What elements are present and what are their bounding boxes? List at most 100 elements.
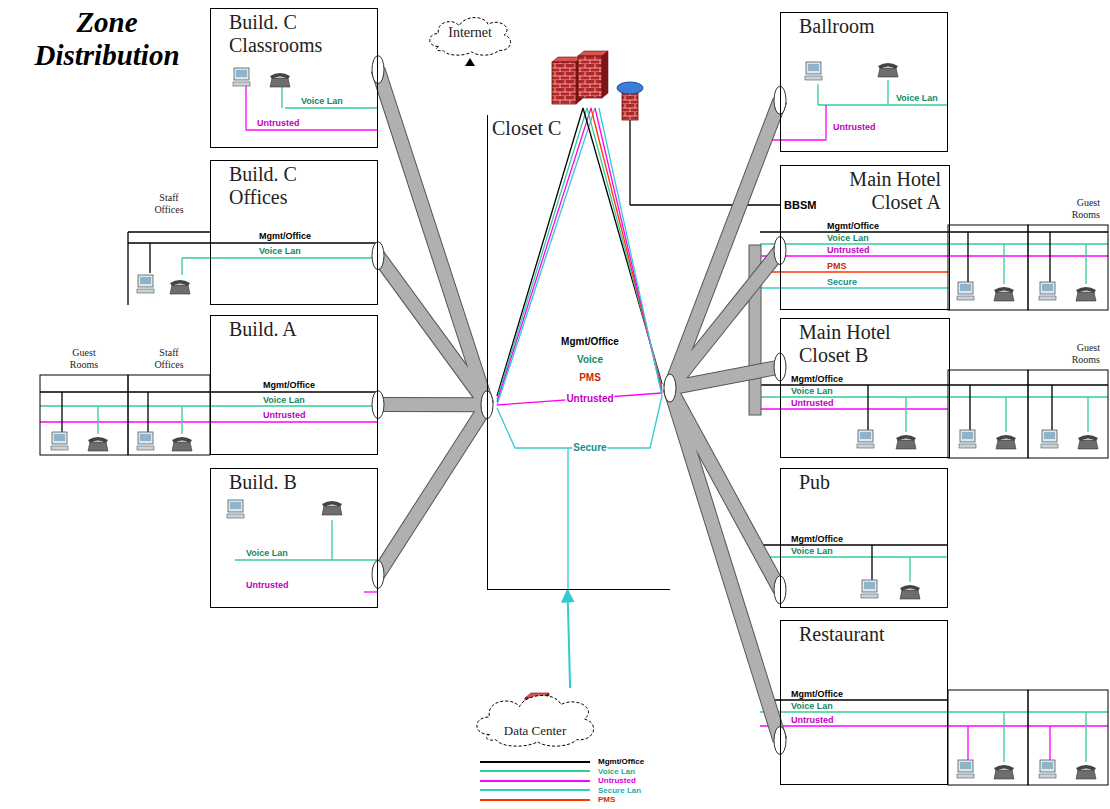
line-label: Voice Lan (258, 246, 302, 256)
cable-bundle (568, 590, 571, 688)
cable-coupler (372, 242, 384, 270)
node-text: Staff Offices (146, 347, 192, 370)
phone-icon (896, 435, 916, 449)
handset (996, 435, 1016, 441)
line-label: Mgmt/Office (826, 221, 880, 231)
lan-line (1003, 712, 1004, 762)
node-text: Build. C Classrooms (229, 11, 349, 57)
legend-row: PMS (480, 795, 644, 805)
lan-line (760, 556, 948, 557)
room-group: Guest Rooms (948, 195, 1108, 310)
lan-line (909, 557, 910, 582)
room-group: Staff Offices (128, 345, 210, 455)
room-outline (948, 225, 1028, 310)
room-outline (128, 375, 210, 455)
lan-line (760, 699, 948, 700)
lan-line (967, 726, 968, 760)
keyboard (861, 594, 878, 598)
phone-icon (900, 585, 920, 599)
keyboard (1039, 296, 1056, 300)
bundle-outline (378, 70, 487, 405)
room-outline (40, 375, 128, 455)
screen (808, 64, 819, 71)
lan-line (40, 391, 378, 392)
lan-line (760, 271, 948, 272)
line-label: Mgmt/Office (790, 689, 844, 699)
screen (864, 582, 875, 589)
wiring (40, 58, 1108, 785)
screen (54, 434, 65, 441)
line-label: Mgmt/Office (790, 534, 844, 544)
node-text: Main Hotel Closet B (799, 321, 919, 367)
handset (994, 765, 1014, 771)
firewall-icon (552, 57, 582, 104)
phone-body (88, 442, 108, 451)
handset (878, 63, 898, 69)
legend-row: Secure Lan (480, 786, 644, 796)
computer-icon (1039, 760, 1056, 778)
lan-line (497, 108, 587, 399)
screen (1044, 432, 1055, 439)
bundle-outline (670, 251, 780, 389)
legend-swatch (480, 770, 590, 772)
phone-body (1076, 292, 1096, 301)
keyboard (51, 446, 68, 450)
line-label: Untrusted (245, 580, 290, 590)
legend-text: PMS (598, 795, 615, 804)
monitor (52, 432, 67, 444)
phone-icon (172, 437, 192, 451)
keyboard (137, 289, 154, 293)
lan-line (760, 287, 948, 288)
internet-pointer (465, 58, 475, 66)
cable-bundle (670, 367, 780, 388)
lan-line (147, 392, 148, 432)
node-text: Restaurant (799, 623, 919, 646)
lan-line (497, 393, 662, 405)
line-label: Secure (826, 277, 858, 287)
phone-icon (270, 73, 290, 87)
lan-line (181, 406, 182, 434)
phone-body (896, 440, 916, 449)
bundle-outline (670, 388, 780, 740)
lan-line (760, 243, 1108, 244)
lan-line (760, 725, 1108, 726)
handset (896, 435, 916, 441)
lan-line (246, 129, 378, 130)
room-group: Guest Rooms (948, 340, 1108, 458)
firewall-front (552, 62, 576, 104)
lan-line (818, 104, 948, 105)
lan-line (331, 520, 332, 560)
firewall-side (602, 51, 608, 98)
room-group: Guest Rooms (40, 345, 128, 455)
computer-icon (233, 68, 250, 86)
lan-line (760, 544, 948, 545)
phone-body (1076, 770, 1096, 779)
legend-text: Mgmt/Office (598, 757, 644, 766)
line-label: PMS (578, 372, 602, 383)
phone-icon (1076, 765, 1096, 779)
node-text: Data Center (475, 724, 595, 739)
monitor (958, 282, 973, 294)
firewall-front (578, 56, 602, 98)
keyboard (1039, 774, 1056, 778)
node-text: Build. C Offices (229, 163, 349, 209)
line-label: Mgmt/Office (790, 374, 844, 384)
lan-line (1085, 244, 1086, 284)
cloud-outline (470, 688, 600, 750)
handset (1078, 435, 1098, 441)
monitor (806, 62, 821, 74)
computer-icon (957, 760, 974, 778)
phone-body (994, 292, 1014, 301)
cable-bundle (378, 398, 487, 411)
room-outline (948, 690, 1028, 785)
monitor (138, 432, 153, 444)
lan-line (1049, 726, 1050, 760)
handset (322, 501, 342, 507)
phone-body (270, 78, 290, 87)
node-text: Guest Rooms (61, 347, 107, 370)
line-label: Untrusted (565, 393, 614, 404)
line-label: Mgmt/Office (560, 336, 620, 347)
cloud-shape (430, 18, 511, 56)
lan-line (567, 448, 568, 590)
phone-body (996, 440, 1016, 449)
